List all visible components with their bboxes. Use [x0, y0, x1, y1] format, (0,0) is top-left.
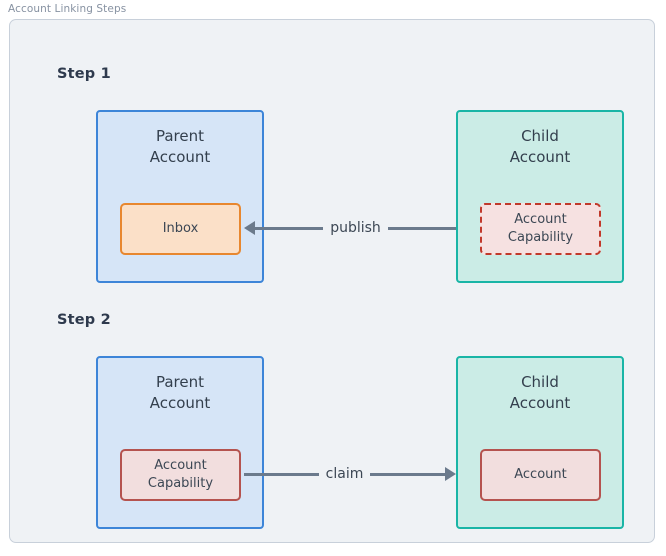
arrow-line-segment: [255, 226, 324, 230]
claim-arrow-label: claim: [325, 466, 364, 482]
step-1-inbox-box[interactable]: Inbox: [120, 203, 241, 255]
publish-arrow-label: publish: [330, 220, 381, 236]
diagram-canvas: Step 1 Parent Account Inbox publish Chil…: [9, 19, 655, 543]
step-1-parent-account-title: Parent Account: [149, 127, 211, 166]
arrow-head-right-icon: [445, 467, 457, 481]
arrow-line-segment: [387, 226, 456, 230]
step-2-account-box[interactable]: Account: [480, 449, 601, 501]
step-2-parent-account-title: Parent Account: [149, 373, 211, 412]
step-1-account-capability-box[interactable]: Account Capability: [480, 203, 601, 255]
arrow-line-segment: [370, 472, 446, 476]
step-1-label: Step 1: [57, 66, 111, 82]
claim-arrow: claim: [244, 461, 457, 487]
step-2-child-account-box[interactable]: Child Account Account: [456, 356, 624, 529]
step-1-parent-account-box[interactable]: Parent Account Inbox: [96, 110, 264, 283]
step-2-account-capability-box[interactable]: Account Capability: [120, 449, 241, 501]
figure-title: Account Linking Steps: [8, 3, 127, 15]
step-1-child-account-box[interactable]: Child Account Account Capability: [456, 110, 624, 283]
step-1-child-account-title: Child Account: [509, 127, 571, 166]
arrow-head-left-icon: [244, 221, 255, 235]
step-2-parent-account-box[interactable]: Parent Account Account Capability: [96, 356, 264, 529]
arrow-line-segment: [244, 472, 319, 476]
publish-arrow: publish: [244, 215, 456, 241]
step-2-child-account-title: Child Account: [509, 373, 571, 412]
step-2-label: Step 2: [57, 312, 111, 328]
